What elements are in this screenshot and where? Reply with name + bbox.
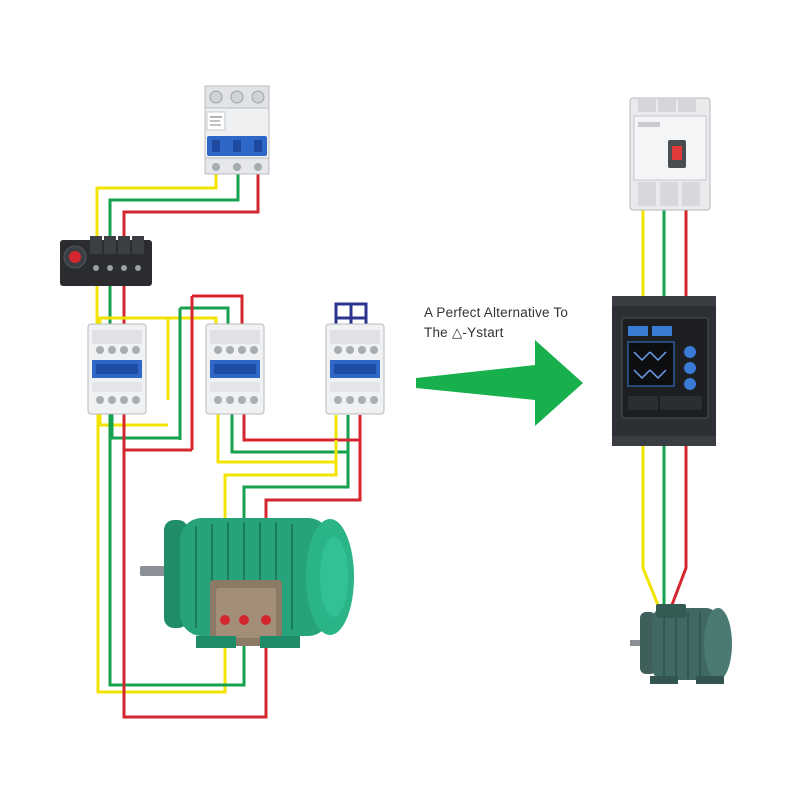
soft-starter-wiring: [641, 208, 688, 611]
miniature-circuit-breaker: [204, 85, 270, 175]
thermal-overload-relay: [60, 236, 152, 286]
contactor-star: [325, 323, 385, 415]
alternative-caption: A Perfect Alternative To The △-Ystart: [424, 303, 568, 343]
caption-line-1: A Perfect Alternative To: [424, 305, 569, 320]
wire-yellow-breaker: [95, 172, 218, 245]
wire-green-breaker: [108, 172, 240, 245]
moulded-case-breaker: [629, 97, 711, 211]
caption-line-2: The △-Ystart: [424, 325, 504, 340]
transition-arrow: [416, 340, 583, 426]
contactor-delta: [205, 323, 265, 415]
wire-red-breaker: [122, 172, 260, 245]
induction-motor-large: [140, 518, 354, 648]
contactor-main: [87, 323, 147, 415]
soft-starter: [612, 296, 716, 446]
induction-motor-small: [630, 604, 732, 684]
